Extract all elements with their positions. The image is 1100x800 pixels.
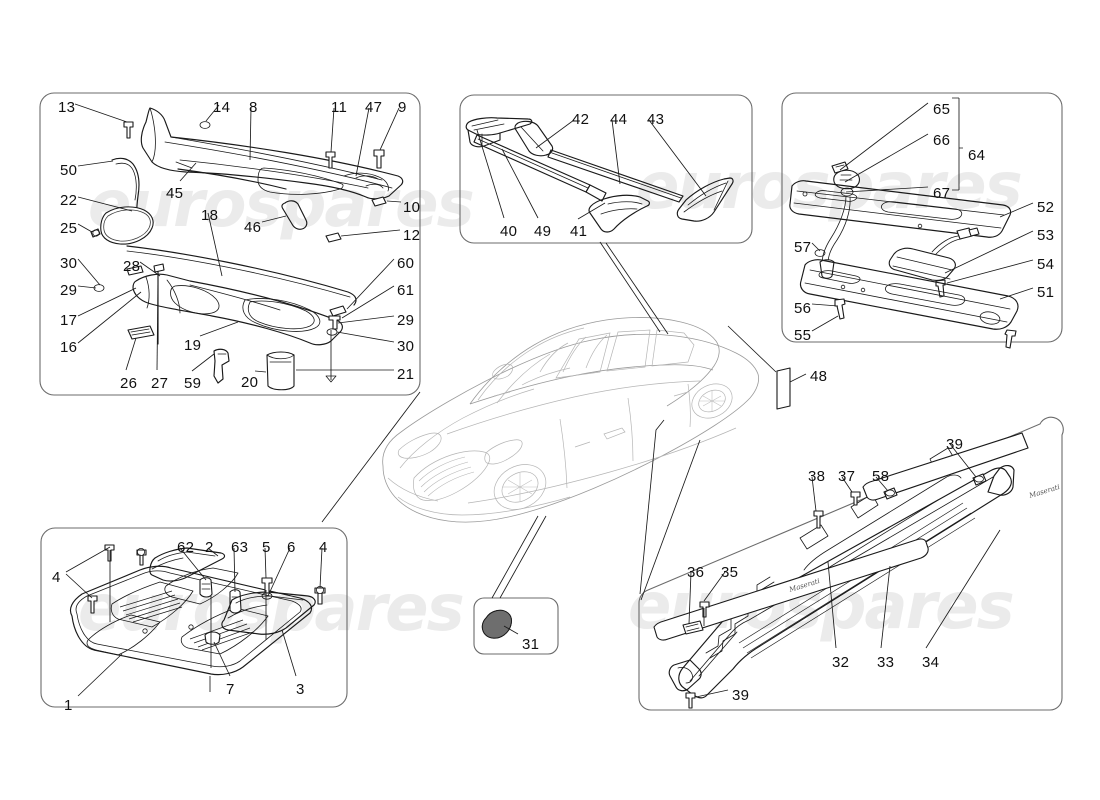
art-cowl-assembly xyxy=(90,107,404,391)
callout-31: 31 xyxy=(522,636,540,653)
callout-49: 49 xyxy=(534,223,552,240)
callout-45: 45 xyxy=(166,185,184,202)
callout-33: 33 xyxy=(877,654,895,671)
callout-1: 1 xyxy=(64,697,73,714)
callout-39-b: 39 xyxy=(732,687,750,704)
callout-53: 53 xyxy=(1037,227,1055,244)
art-rear-trim xyxy=(789,161,1019,349)
callout-47: 47 xyxy=(365,99,383,116)
callout-35: 35 xyxy=(721,564,739,581)
callout-61: 61 xyxy=(397,282,415,299)
callout-10: 10 xyxy=(403,199,421,216)
screw-35 xyxy=(699,601,710,618)
panel-outline-cowl xyxy=(39,92,421,396)
callout-19: 19 xyxy=(184,337,202,354)
callout-46: 46 xyxy=(244,219,262,236)
callout-64: 64 xyxy=(968,147,986,164)
art-callout-48-part xyxy=(776,367,791,410)
screw-37 xyxy=(850,491,861,506)
callout-14: 14 xyxy=(213,99,231,116)
callout-58: 58 xyxy=(872,468,890,485)
callout-29-a: 29 xyxy=(60,282,78,299)
callout-18: 18 xyxy=(201,207,219,224)
callout-16: 16 xyxy=(60,339,78,356)
callout-17: 17 xyxy=(60,312,78,329)
screw-11 xyxy=(325,151,336,169)
callout-5: 5 xyxy=(262,539,271,556)
callout-42: 42 xyxy=(572,111,590,128)
callout-2: 2 xyxy=(205,539,214,556)
callout-7: 7 xyxy=(226,681,235,698)
panel-outline-underbody xyxy=(40,527,348,708)
callout-48: 48 xyxy=(810,368,828,385)
callout-65: 65 xyxy=(933,101,951,118)
screw-13 xyxy=(123,121,134,139)
callout-8: 8 xyxy=(249,99,258,116)
callout-9: 9 xyxy=(398,99,407,116)
callout-28: 28 xyxy=(123,258,141,275)
callout-52: 52 xyxy=(1037,199,1055,216)
callout-62: 62 xyxy=(177,539,195,556)
callout-57: 57 xyxy=(794,239,812,256)
callout-51: 51 xyxy=(1037,284,1055,301)
callout-25: 25 xyxy=(60,220,78,237)
panel-outline-door-sill xyxy=(638,416,1064,711)
screw-4-b xyxy=(136,549,147,566)
art-underbody-shield xyxy=(69,544,326,692)
callout-4-b: 4 xyxy=(52,569,61,586)
callout-30-b: 30 xyxy=(397,338,415,355)
callout-39-a: 39 xyxy=(946,436,964,453)
callout-44: 44 xyxy=(610,111,628,128)
callout-30-a: 30 xyxy=(60,255,78,272)
callout-6: 6 xyxy=(287,539,296,556)
art-clip-31 xyxy=(481,609,512,639)
callout-32: 32 xyxy=(832,654,850,671)
callout-37: 37 xyxy=(838,468,856,485)
callout-36: 36 xyxy=(687,564,705,581)
screw-4-d xyxy=(314,587,326,605)
callout-56: 56 xyxy=(794,300,812,317)
callout-54: 54 xyxy=(1037,256,1055,273)
callout-63: 63 xyxy=(231,539,249,556)
callout-55: 55 xyxy=(794,327,812,344)
screw-9 xyxy=(373,149,385,169)
callout-29-b: 29 xyxy=(397,312,415,329)
callout-41: 41 xyxy=(570,223,588,240)
callout-59: 59 xyxy=(184,375,202,392)
callout-3: 3 xyxy=(296,681,305,698)
callout-13: 13 xyxy=(58,99,76,116)
callout-67: 67 xyxy=(933,185,951,202)
callout-4-a: 4 xyxy=(319,539,328,556)
screw-4-c xyxy=(87,595,98,614)
callout-66: 66 xyxy=(933,132,951,149)
leader-lines xyxy=(65,97,1034,698)
callout-38: 38 xyxy=(808,468,826,485)
callout-60: 60 xyxy=(397,255,415,272)
car-illustration xyxy=(382,317,759,523)
callout-50: 50 xyxy=(60,162,78,179)
callout-34: 34 xyxy=(922,654,940,671)
callout-11: 11 xyxy=(331,99,348,116)
panel-outline-rear-trim xyxy=(781,92,1063,343)
screw-39-bottom xyxy=(685,692,696,709)
screw-38 xyxy=(813,510,824,529)
art-roof-mouldings xyxy=(465,117,734,233)
callout-22: 22 xyxy=(60,192,78,209)
art-door-sill: Maserati Maserati xyxy=(653,432,1061,709)
sill-badge-text-34: Maserati xyxy=(1027,483,1061,500)
callout-21: 21 xyxy=(397,366,415,383)
callout-43: 43 xyxy=(647,111,665,128)
panel-outline-clip xyxy=(473,597,559,655)
callout-40: 40 xyxy=(500,223,518,240)
callout-20: 20 xyxy=(241,374,259,391)
callout-27: 27 xyxy=(151,375,169,392)
callout-12: 12 xyxy=(403,227,421,244)
callout-26: 26 xyxy=(120,375,138,392)
